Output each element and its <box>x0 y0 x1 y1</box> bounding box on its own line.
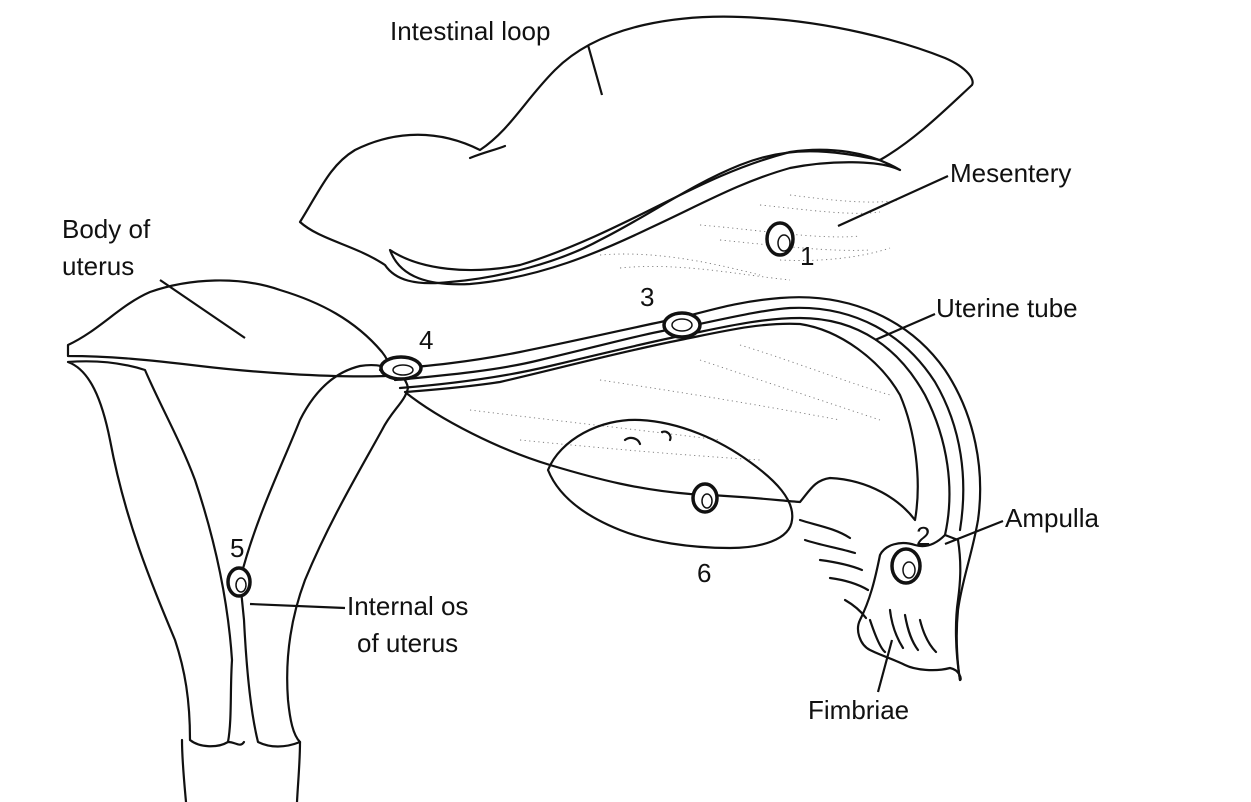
site-number-5: 5 <box>230 533 244 563</box>
mesentery-shape <box>599 194 901 281</box>
fimbriae-shape <box>798 518 962 682</box>
broad-ligament-shape <box>403 322 919 522</box>
leader-fimbriae <box>876 639 894 693</box>
leader-intestinal-loop <box>586 44 604 96</box>
implantation-site-1 <box>765 221 795 257</box>
site-number-1: 1 <box>800 241 814 271</box>
site-number-2: 2 <box>916 521 930 551</box>
uterine-tube-shape <box>378 296 982 682</box>
implantation-site-2 <box>890 547 922 585</box>
uterine-left-wall <box>66 360 234 748</box>
label-fimbriae: Fimbriae <box>808 695 909 725</box>
implantation-site-6 <box>691 482 719 514</box>
leader-body-of-uterus <box>159 279 246 339</box>
implantation-site-3 <box>662 311 702 339</box>
uterus-body-shape <box>66 279 391 378</box>
site-number-6: 6 <box>697 558 711 588</box>
uterine-right-wall <box>238 364 410 748</box>
label-internal-os-line1: Internal os <box>347 591 468 621</box>
label-mesentery: Mesentery <box>950 158 1071 188</box>
label-internal-os-line2: of uterus <box>357 628 458 658</box>
leader-ampulla <box>944 519 1004 546</box>
intestinal-loop-shape <box>298 15 974 286</box>
leader-uterine-tube <box>874 312 936 342</box>
leader-mesentery <box>837 174 949 228</box>
label-body-of-uterus-line2: uterus <box>62 251 134 281</box>
site-number-4: 4 <box>419 325 433 355</box>
label-ampulla: Ampulla <box>1005 503 1099 533</box>
site-number-3: 3 <box>640 282 654 312</box>
label-uterine-tube: Uterine tube <box>936 293 1078 323</box>
label-body-of-uterus-line1: Body of <box>62 214 151 244</box>
implantation-site-5 <box>226 566 252 598</box>
leader-internal-os <box>249 602 346 610</box>
label-intestinal-loop: Intestinal loop <box>390 16 550 46</box>
ovary-shape <box>546 418 794 550</box>
implantation-site-4 <box>379 355 423 381</box>
